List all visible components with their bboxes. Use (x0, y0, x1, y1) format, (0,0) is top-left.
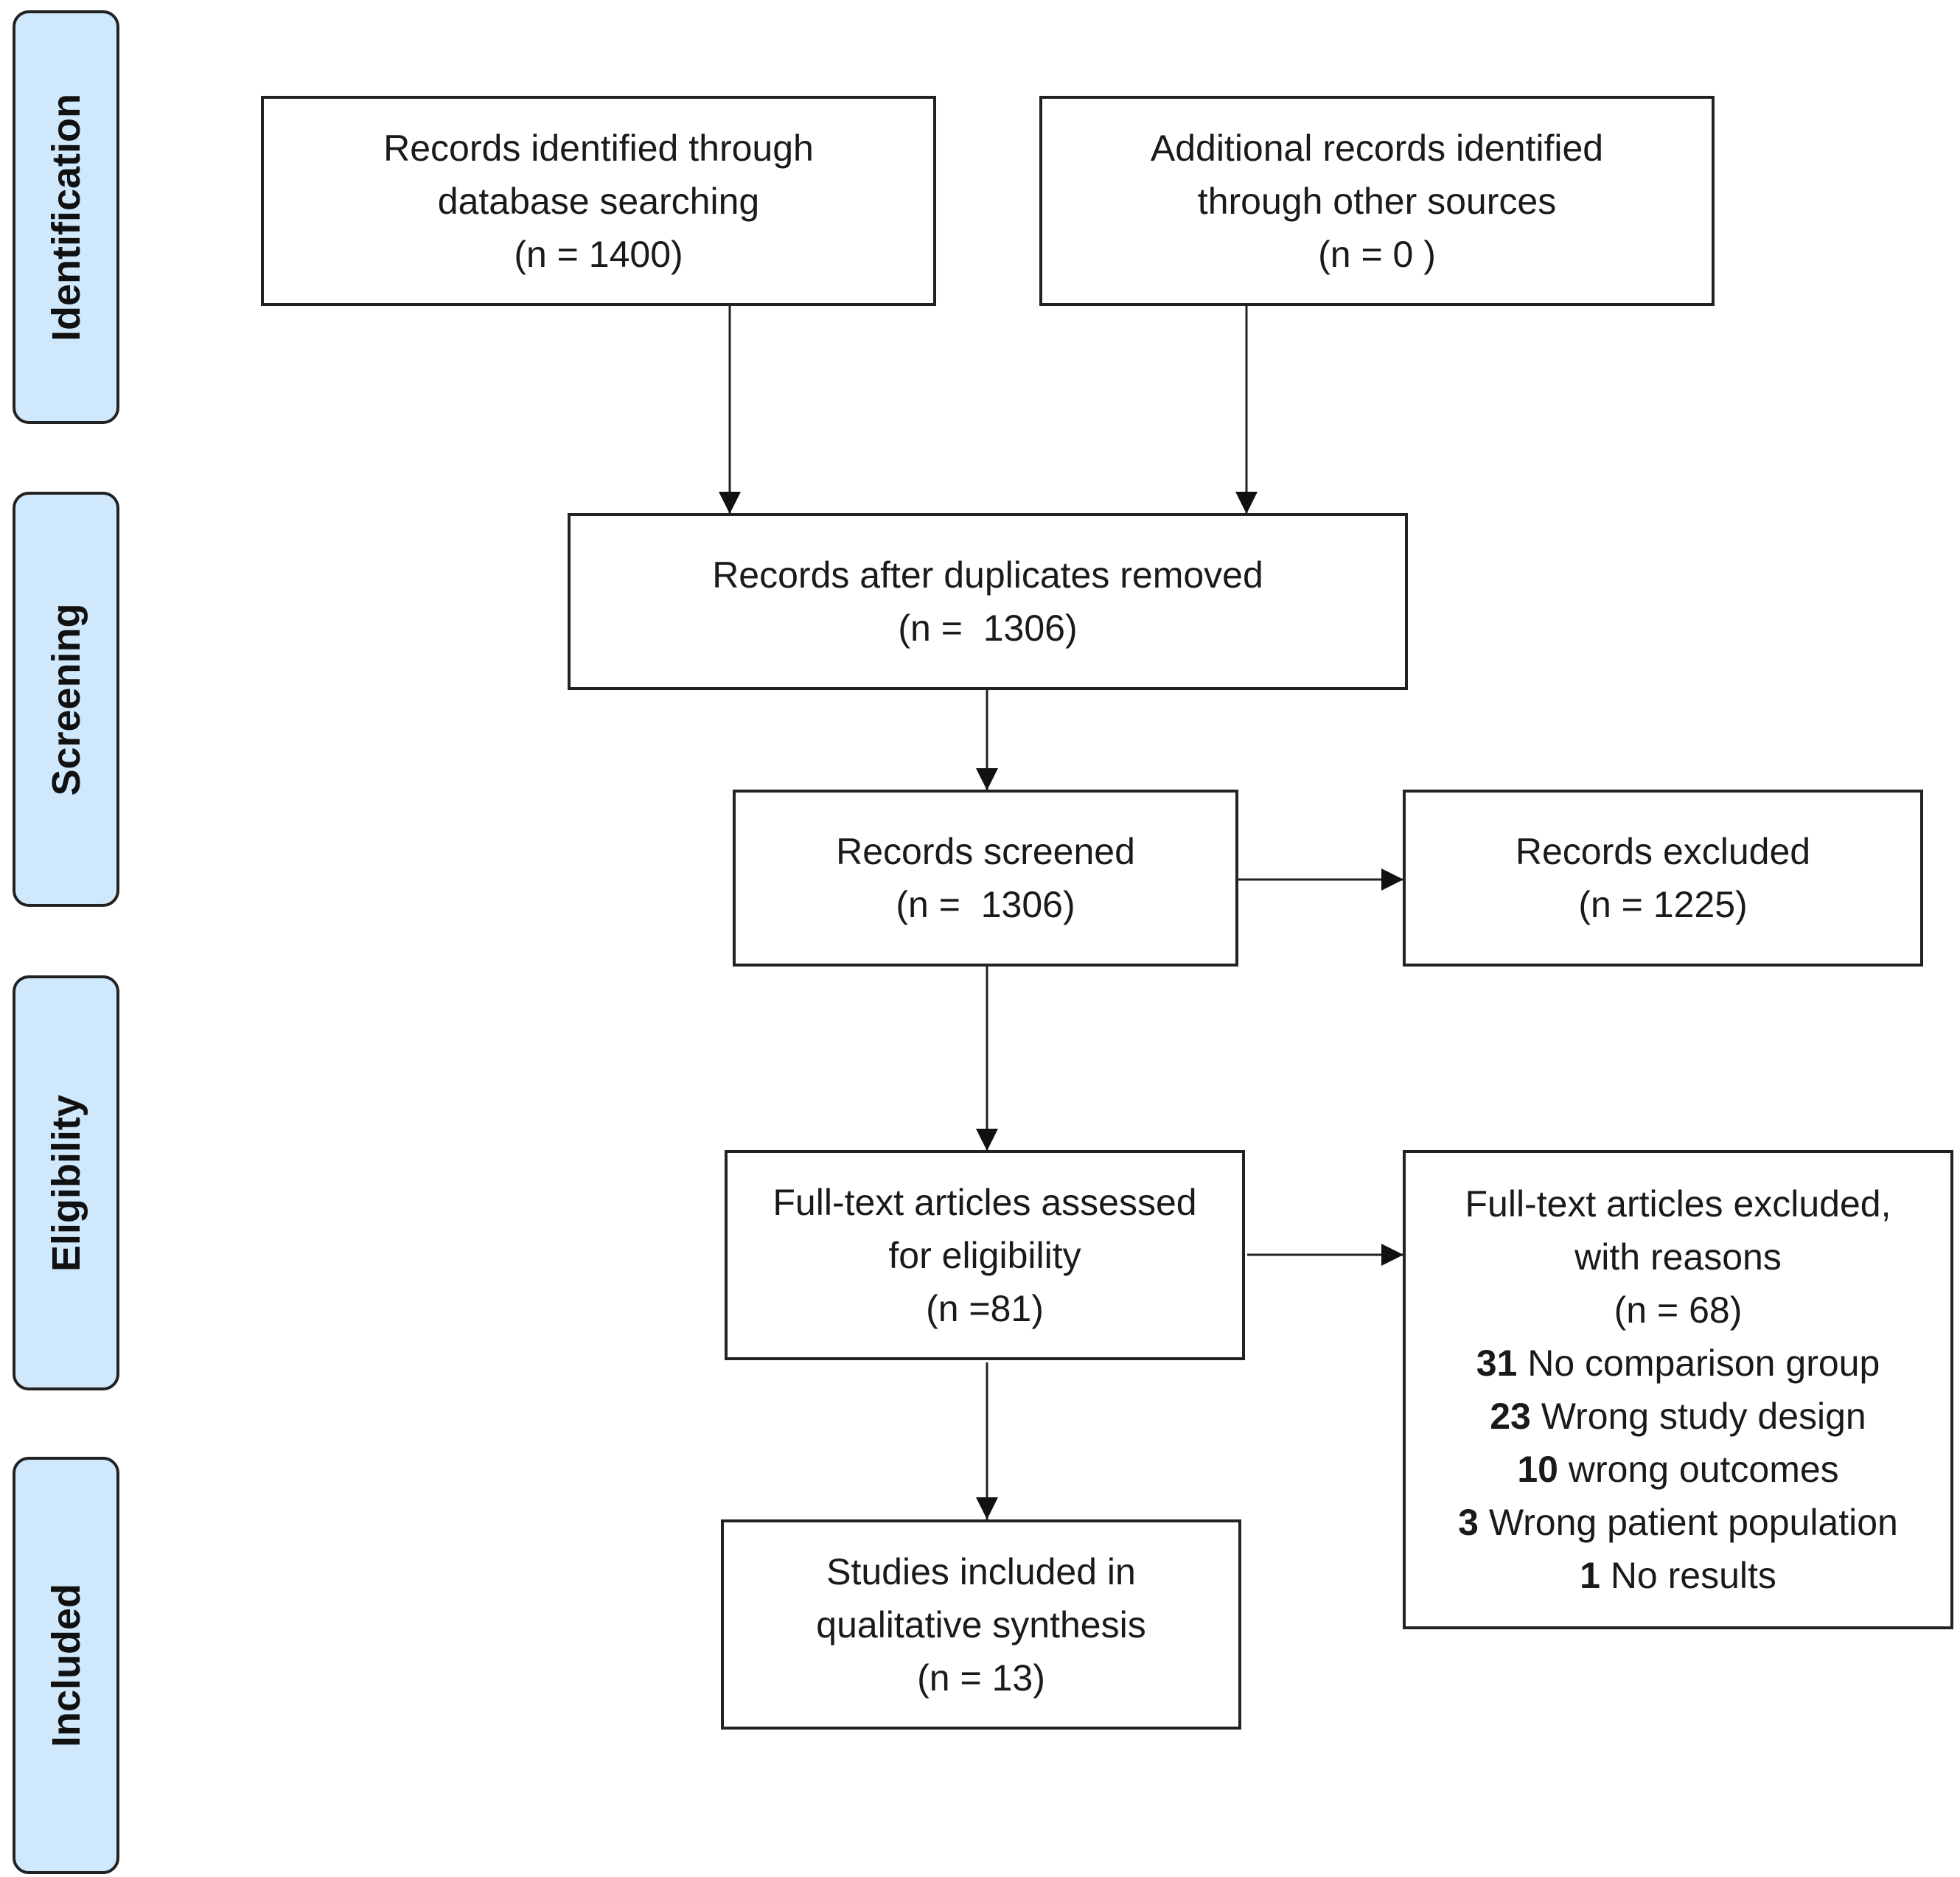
stage-included: Included (13, 1457, 119, 1874)
box-line: qualitative synthesis (816, 1603, 1146, 1646)
exclusion-reason: 1 No results (1580, 1549, 1776, 1602)
reason-count: 10 (1517, 1449, 1558, 1490)
box-full-text-excluded: Full-text articles excluded, with reason… (1403, 1150, 1953, 1629)
box-count: (n = 1306) (896, 884, 1075, 925)
reason-count: 3 (1458, 1502, 1479, 1543)
box-line: Records excluded (1515, 831, 1811, 872)
reason-count: 31 (1476, 1343, 1518, 1384)
box-other-sources: Additional records identified through ot… (1039, 96, 1715, 306)
box-count: (n = 1225) (1578, 884, 1748, 925)
box-studies-included: Studies included in qualitative synthesi… (721, 1519, 1241, 1730)
box-line: for eligibility (888, 1234, 1081, 1276)
box-line: Records screened (836, 831, 1135, 872)
box-line: Full-text articles assessed (773, 1181, 1197, 1223)
exclusion-reason: 10 wrong outcomes (1517, 1443, 1838, 1496)
reason-text: Wrong patient population (1478, 1502, 1898, 1543)
box-records-screened: Records screened (n = 1306) (733, 790, 1238, 967)
box-count: (n = 68) (1614, 1289, 1743, 1331)
reason-count: 23 (1490, 1396, 1531, 1437)
exclusion-reason: 31 No comparison group (1476, 1337, 1880, 1390)
reason-text: Wrong study design (1530, 1396, 1866, 1437)
box-after-duplicates: Records after duplicates removed (n = 13… (568, 513, 1408, 690)
box-line: Studies included in (826, 1550, 1136, 1592)
stage-eligibility: Eligibility (13, 975, 119, 1390)
box-line: Records identified through (383, 127, 814, 169)
box-count: (n = 1400) (514, 233, 683, 275)
box-count: (n = 0 ) (1318, 233, 1436, 275)
reason-text: wrong outcomes (1558, 1449, 1839, 1490)
box-database-records: Records identified through database sear… (261, 96, 936, 306)
exclusion-reason: 3 Wrong patient population (1458, 1496, 1898, 1549)
stage-identification: Identification (13, 10, 119, 424)
box-line: database searching (437, 180, 760, 222)
box-records-excluded: Records excluded (n = 1225) (1403, 790, 1923, 967)
box-count: (n = 1306) (898, 607, 1078, 649)
box-line: through other sources (1197, 180, 1557, 222)
reason-text: No comparison group (1517, 1343, 1880, 1384)
reason-count: 1 (1580, 1555, 1600, 1596)
box-line: Full-text articles excluded, (1465, 1183, 1891, 1225)
box-count: (n =81) (926, 1287, 1044, 1329)
box-line: Additional records identified (1150, 127, 1604, 169)
box-full-text-assessed: Full-text articles assessed for eligibil… (725, 1150, 1245, 1360)
reason-text: No results (1600, 1555, 1776, 1596)
exclusion-reason: 23 Wrong study design (1490, 1390, 1866, 1443)
box-count: (n = 13) (917, 1657, 1045, 1699)
box-line: with reasons (1574, 1236, 1782, 1278)
box-line: Records after duplicates removed (712, 554, 1263, 596)
stage-screening: Screening (13, 492, 119, 907)
